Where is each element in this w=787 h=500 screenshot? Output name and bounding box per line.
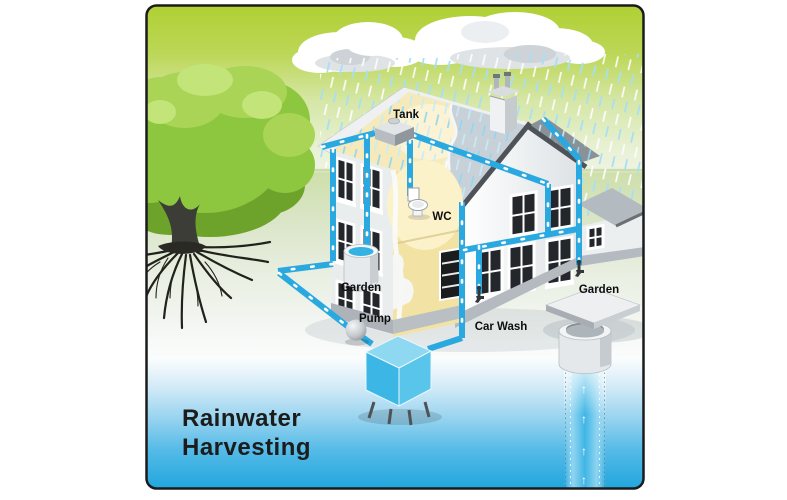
up-arrow-icon: ↑ <box>581 382 587 396</box>
garden-tap-icon <box>575 259 584 277</box>
pump-sphere <box>345 319 369 346</box>
diagram-title: Rainwater Harvesting <box>182 405 311 461</box>
label-garden-right: Garden <box>579 284 619 296</box>
attic-tank <box>375 117 414 146</box>
title-line-2: Harvesting <box>182 434 311 461</box>
label-pump: Pump <box>359 313 391 325</box>
label-wc: WC <box>432 211 451 223</box>
up-arrow-icon: ↑ <box>581 444 587 458</box>
panel-border <box>145 4 645 490</box>
tree-root-crown <box>158 241 206 254</box>
up-arrow-icon: ↑ <box>581 473 587 487</box>
tree-roots <box>147 240 272 330</box>
label-garden-left: Garden <box>341 282 381 294</box>
infiltration-arrows: ↑ ↑ ↑ ↑ <box>581 382 587 487</box>
label-tank: Tank <box>393 109 420 121</box>
house <box>317 72 643 337</box>
car-wash-tap-icon <box>475 285 484 303</box>
label-car-wash: Car Wash <box>475 321 528 333</box>
up-arrow-icon: ↑ <box>581 412 587 426</box>
garden-barrel <box>343 244 379 292</box>
gable-plinth <box>455 256 580 328</box>
garage <box>578 188 643 266</box>
tree-trunk <box>158 196 202 252</box>
interior-floor-line <box>392 229 463 245</box>
interior-stairs <box>393 254 414 310</box>
interior-plinth <box>393 305 462 334</box>
facade-plinth <box>331 303 393 334</box>
soakaway: ↑ ↑ ↑ ↑ <box>545 287 641 488</box>
garage-window <box>586 223 605 251</box>
wc-toilet <box>407 187 430 220</box>
tree <box>147 64 315 330</box>
storage-cube <box>358 335 442 426</box>
gable-roof-trim-left <box>454 121 532 216</box>
title-line-1: Rainwater <box>182 405 301 432</box>
chimney <box>487 72 520 134</box>
